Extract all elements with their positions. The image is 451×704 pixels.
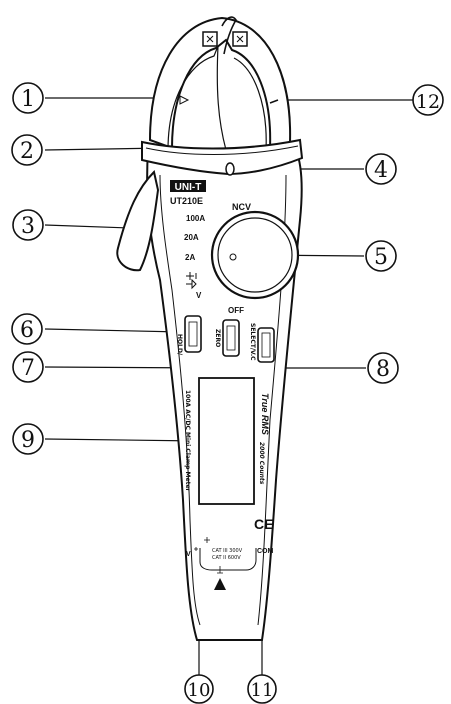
product-description: 100A AC/DC Mini Clamp Meter bbox=[184, 390, 191, 492]
flashlight bbox=[225, 162, 235, 176]
meter-body-inner-edge bbox=[159, 174, 201, 626]
callout-5: 5 bbox=[374, 245, 388, 270]
callout-numbers: 1 2 3 4 5 6 7 8 9 10 11 12 bbox=[20, 87, 440, 701]
zero-label: ZERO bbox=[214, 329, 221, 347]
cat-rating-1: CAT III 300V bbox=[212, 548, 243, 554]
ce-mark: CE bbox=[254, 516, 273, 532]
model-label: UT210E bbox=[170, 196, 203, 206]
off-label: OFF bbox=[228, 306, 244, 315]
cat-rating-2: CAT II 600V bbox=[212, 555, 241, 561]
callout-6: 6 bbox=[20, 318, 34, 343]
select-button bbox=[257, 327, 275, 363]
callout-9: 9 bbox=[21, 428, 35, 453]
jaw-tips bbox=[202, 16, 248, 55]
callout-2: 2 bbox=[20, 139, 34, 164]
alignment-mark-left bbox=[179, 95, 190, 105]
range-ncv: NCV bbox=[232, 202, 251, 212]
rotary-switch bbox=[210, 210, 300, 300]
com-label: COM bbox=[257, 548, 274, 555]
leader-lines bbox=[44, 97, 413, 680]
callout-12: 12 bbox=[416, 91, 440, 113]
callout-10: 10 bbox=[188, 680, 211, 701]
svg-text:V: V bbox=[186, 551, 191, 558]
hand-guard bbox=[141, 138, 304, 176]
range-20a: 20A bbox=[184, 233, 199, 242]
brand-logo: UNI-T bbox=[170, 180, 206, 193]
clamp-trigger bbox=[116, 170, 160, 272]
clamp-jaws bbox=[148, 16, 292, 151]
range-100a: 100A bbox=[186, 214, 205, 223]
hold-label: HOLD/ bbox=[176, 334, 183, 356]
input-terminal-area: V bbox=[186, 537, 257, 590]
range-2a: 2A bbox=[185, 253, 195, 262]
hold-button bbox=[184, 315, 202, 353]
svg-text:UNI-T: UNI-T bbox=[175, 182, 202, 193]
callout-4: 4 bbox=[374, 158, 388, 183]
counts-label: 2000 Counts bbox=[258, 442, 265, 485]
range-cap-diode-icon bbox=[186, 272, 197, 290]
zero-button bbox=[222, 319, 240, 357]
range-volts: V bbox=[196, 291, 202, 300]
alignment-mark-right bbox=[269, 99, 279, 104]
callout-7: 7 bbox=[21, 356, 35, 381]
true-rms-label: True RMS bbox=[260, 393, 270, 435]
callout-11: 11 bbox=[251, 680, 274, 701]
callout-markers bbox=[11, 82, 444, 704]
lcd-display bbox=[198, 377, 255, 505]
callout-3: 3 bbox=[21, 214, 35, 239]
callout-1: 1 bbox=[21, 87, 35, 112]
select-label: SELECT/V.C bbox=[249, 323, 256, 361]
callout-8: 8 bbox=[376, 357, 390, 382]
